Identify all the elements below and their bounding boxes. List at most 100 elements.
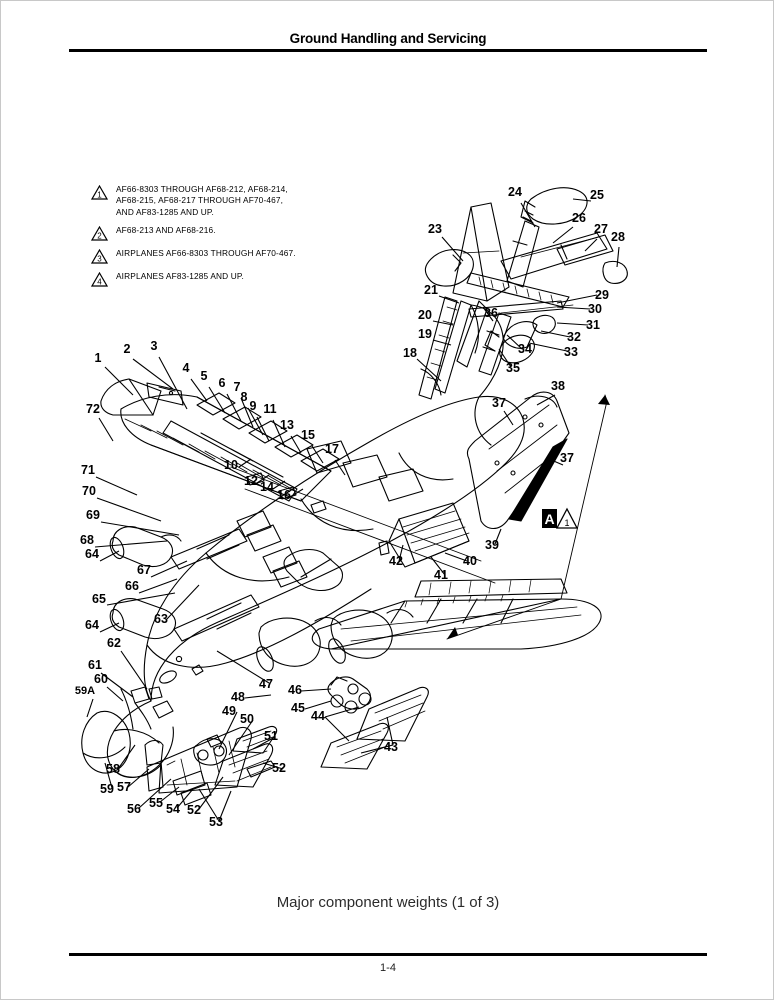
callout-number: 3 [151,339,158,353]
callout-number: 29 [595,288,609,302]
callout-number: 26 [572,211,586,225]
callout-number: 12 [244,474,258,488]
callout-number: 8 [241,390,248,404]
callout-number: 71 [81,463,95,477]
callout-number: 64 [85,547,99,561]
callout-number: 33 [564,345,578,359]
warning-triangle-icon: 2 [91,226,108,241]
callout-number: 25 [590,188,604,202]
callout-number: 10 [224,458,238,472]
callout-number: 37 [560,451,574,465]
callout-number: 59 [100,782,114,796]
callout-number: 68 [80,533,94,547]
page-footer: 1-4 [69,953,707,974]
callout-number: 55 [149,796,163,810]
callout-number: 23 [428,222,442,236]
warning-triangle-icon: 4 [91,272,108,287]
callout-number: 24 [508,185,522,199]
callout-number: 15 [301,428,315,442]
callout-number: 64 [85,618,99,632]
callout-number: 2 [124,342,131,356]
legend-marker-text: 3 [97,255,102,264]
callout-number: 61 [88,658,102,672]
callout-number: 69 [86,508,100,522]
callout-number: 48 [231,690,245,704]
callout-number: 13 [280,418,294,432]
callout-number: 37 [492,396,506,410]
callout-number: 52 [187,803,201,817]
callout-number: 50 [240,712,254,726]
callout-number: 53 [209,815,223,829]
callout-number: 49 [222,704,236,718]
callout-number: 43 [384,740,398,754]
callout-number: 58 [106,762,120,776]
callout-number: 62 [107,636,121,650]
warning-triangle-icon: 1 [91,185,108,200]
page-number: 1-4 [380,962,396,974]
callout-number: 5 [201,369,208,383]
callout-number: 66 [125,579,139,593]
callout-number: 16 [277,488,291,502]
warning-triangle-icon: 3 [91,249,108,264]
callout-number: 52 [272,761,286,775]
legend-item-text: AIRPLANES AF83-1285 AND UP. [116,271,244,282]
callout-number: 70 [82,484,96,498]
callout-number: 44 [311,709,325,723]
callout-number: 4 [183,361,190,375]
callout-number: 27 [594,222,608,236]
zone-marker-box [542,509,557,528]
callout-number: 56 [127,802,141,816]
callout-number: 45 [291,701,305,715]
legend-item: 3 AIRPLANES AF66-8303 THROUGH AF70-467. [91,248,391,264]
callout-number: 7 [234,380,241,394]
legend-marker-text: 1 [97,190,102,199]
warning-triangle-icon [555,507,579,529]
footer-rule [69,953,707,956]
callout-number: 19 [418,327,432,341]
callout-number: 72 [86,402,100,416]
callout-number: 11 [263,402,276,416]
callout-number: 54 [166,802,180,816]
legend-item: 2 AF68-213 AND AF68-216. [91,225,391,241]
callout-number: 40 [463,554,477,568]
callout-number: 47 [259,677,273,691]
callout-number: 57 [117,780,131,794]
callout-number: 34 [518,342,532,356]
callout-number: 42 [389,554,403,568]
callout-number: 41 [434,568,448,582]
callout-number: 59A [75,685,95,697]
callout-number: 60 [94,672,108,686]
callout-number: 38 [551,379,565,393]
callout-number: 30 [588,302,602,316]
callout-number: 51 [264,729,278,743]
callout-number: 32 [567,330,581,344]
callout-number: 36 [484,306,498,320]
callout-number: 63 [154,612,168,626]
zone-marker-letter: A [544,511,554,527]
callout-number: 67 [137,563,151,577]
legend-marker-text: 4 [97,278,102,287]
legend-item-text: AF68-213 AND AF68-216. [116,225,216,236]
callout-number: 28 [611,230,625,244]
figure-caption: Major component weights (1 of 3) [276,894,500,911]
callout-number: 9 [250,399,257,413]
callout-number: 17 [325,442,339,456]
callout-number: 31 [586,318,600,332]
warning-triangle-number: 1 [564,518,569,528]
callout-number: 18 [403,346,417,360]
callout-number: 39 [485,538,499,552]
legend-marker-text: 2 [97,232,102,241]
callout-number: 20 [418,308,432,322]
callout-number: 21 [424,283,438,297]
header-rule [69,49,707,52]
callout-number: 14 [260,480,274,494]
callout-number: 65 [92,592,106,606]
callout-number: 1 [95,351,102,365]
zone-marker-group: A 1 [542,507,579,529]
legend-item: 1 AF66-8303 THROUGH AF68-212, AF68-214, … [91,184,391,218]
effectivity-legend: 1 AF66-8303 THROUGH AF68-212, AF68-214, … [91,184,391,294]
callout-number: 6 [219,376,226,390]
legend-item: 4 AIRPLANES AF83-1285 AND UP. [91,271,391,287]
